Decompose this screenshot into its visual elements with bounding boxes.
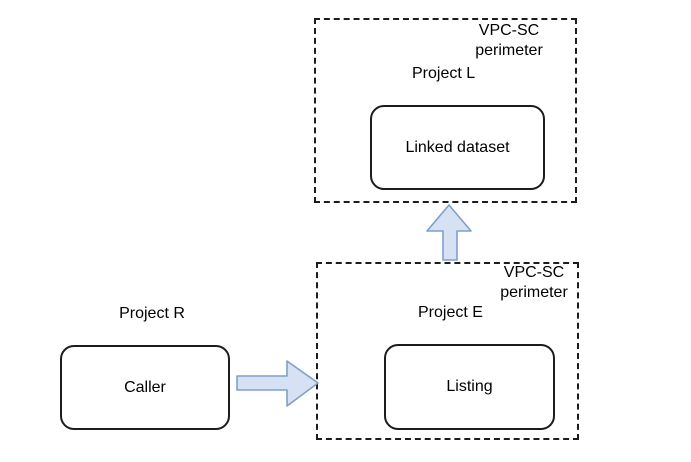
block-arrow-up-icon: [426, 204, 472, 261]
vpc-sc-perimeter-bottom-label: VPC-SC perimeter: [459, 263, 609, 303]
vpc-sc-perimeter-top-label-line2: perimeter: [475, 42, 543, 59]
project-l-label: Project L: [412, 65, 476, 82]
block-arrow-right-shape: [236, 360, 319, 407]
vpc-sc-perimeter-bottom: [316, 262, 579, 440]
caller-node: Caller: [60, 345, 230, 430]
block-arrow-up-shape: [426, 204, 472, 261]
project-e-label: Project E: [418, 304, 483, 321]
vpc-sc-perimeter-top: [314, 18, 577, 203]
linked-dataset-node-label: Linked dataset: [405, 138, 510, 156]
block-arrow-right-icon: [236, 360, 319, 407]
linked-dataset-node: Linked dataset: [370, 105, 545, 190]
caller-node-label: Caller: [124, 378, 166, 396]
vpc-sc-perimeter-bottom-label-line2: perimeter: [500, 284, 568, 301]
vpc-sc-perimeter-top-label-line1: VPC-SC: [478, 22, 540, 39]
vpc-sc-perimeter-bottom-label-line1: VPC-SC: [503, 264, 565, 281]
project-r-label: Project R: [119, 305, 185, 322]
listing-node: Listing: [384, 344, 555, 430]
vpc-sc-perimeter-top-label: VPC-SC perimeter: [434, 21, 584, 61]
listing-node-label: Listing: [446, 378, 493, 395]
